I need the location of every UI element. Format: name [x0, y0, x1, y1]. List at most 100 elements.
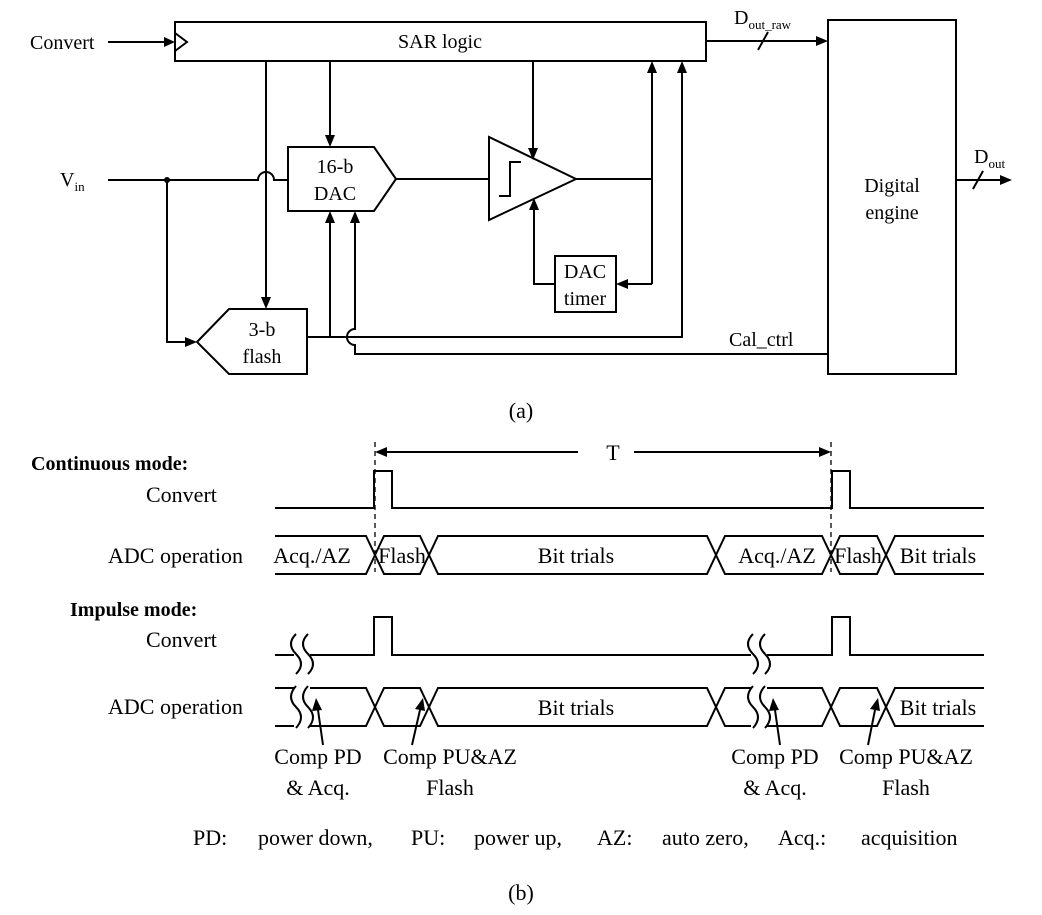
impulse-convert-waveform [767, 616, 984, 656]
annotation-pointer [774, 709, 781, 746]
bus-slash-icon [972, 170, 984, 190]
arrow-head-icon [1000, 175, 1012, 185]
annotation-flash: Flash [426, 775, 474, 800]
legend-pd-key: PD: [193, 825, 227, 850]
continuous-segment-bit-trials: Bit trials [538, 543, 614, 568]
bus-segment [884, 687, 984, 727]
vin-wire [108, 171, 287, 181]
annotation-comp-pd: Comp PD [274, 744, 361, 769]
period-label: T [606, 440, 620, 465]
sar-logic-block [174, 21, 707, 62]
annotation-pointer [411, 709, 421, 746]
annotation-pointer [867, 709, 876, 746]
continuous-segment-bit-trials: Bit trials [900, 543, 976, 568]
arrow-head-icon [647, 61, 657, 73]
legend-az-key: AZ: [597, 825, 632, 850]
legend-acq-key: Acq.: [778, 825, 826, 850]
dac-timer-label-line2: timer [564, 288, 607, 310]
time-break-icon [302, 685, 314, 729]
legend-pd-value: power down, [258, 825, 373, 850]
time-break-icon [747, 685, 759, 729]
arrow-head-icon [185, 337, 197, 347]
legend-pu-value: power up, [474, 825, 562, 850]
continuous-convert-label: Convert [146, 482, 217, 507]
impulse-convert-waveform [310, 616, 751, 656]
dout-raw-label: Dout_raw [734, 7, 792, 32]
flash-label-line2: flash [243, 346, 282, 368]
annotation-comp-pu-az: Comp PU&AZ [383, 744, 517, 769]
dac-timer-label-line1: DAC [564, 261, 606, 283]
dac-label-line1: 16-b [317, 156, 354, 178]
annotation-pointer [317, 709, 324, 746]
vin-label: Vin [60, 169, 85, 194]
continuous-segment-flash: Flash [378, 543, 426, 568]
arrow-head-icon [164, 37, 175, 47]
arrow-head-icon [325, 211, 335, 223]
digital-engine-block [827, 19, 957, 375]
arrow-head-icon [375, 447, 387, 457]
impulse-adc-bus [275, 685, 984, 729]
dac-label-line2: DAC [314, 183, 356, 205]
impulse-segment-bit-trials: Bit trials [900, 695, 976, 720]
flash-out-wire [307, 73, 683, 338]
arrow-head-icon [819, 447, 831, 457]
timer-to-comparator-wire [533, 208, 555, 285]
dac-16b-block [287, 146, 398, 212]
time-break-icon [759, 633, 771, 675]
continuous-convert-waveform [275, 470, 984, 509]
continuous-segment-acq-az: Acq./AZ [273, 543, 351, 568]
impulse-convert-label: Convert [146, 627, 217, 652]
annotation-comp-pd-acq: & Acq. [286, 775, 350, 800]
caption-b: (b) [508, 880, 534, 905]
arrow-head-icon [870, 698, 880, 711]
arrow-head-icon [325, 135, 335, 147]
arrow-head-icon [529, 198, 539, 210]
legend-acq-value: acquisition [861, 825, 958, 850]
arrow-head-icon [528, 148, 538, 160]
continuous-segment-flash: Flash [834, 543, 882, 568]
convert-input-label: Convert [30, 32, 95, 54]
annotation-comp-pd: Comp PD [731, 744, 818, 769]
abbreviation-legend: PD: power down, PU: power up, AZ: auto z… [193, 825, 958, 850]
arrow-head-icon [677, 61, 687, 73]
annotation-flash: Flash [882, 775, 930, 800]
time-break-icon [290, 685, 302, 729]
sar-logic-label: SAR logic [398, 31, 482, 53]
legend-az-value: auto zero, [662, 825, 749, 850]
arrow-head-icon [616, 279, 628, 289]
time-break-icon [290, 633, 302, 675]
bus-segment [884, 535, 984, 575]
arrow-head-icon [769, 698, 779, 711]
arrow-head-icon [415, 698, 425, 711]
flash-3b-block [195, 308, 308, 375]
arrow-head-icon [816, 36, 828, 46]
arrow-head-icon [312, 698, 322, 711]
continuous-mode-title: Continuous mode: [31, 453, 188, 475]
continuous-adc-bus [275, 535, 984, 575]
time-break-icon [302, 633, 314, 675]
legend-pu-key: PU: [411, 825, 445, 850]
clock-input-icon [174, 32, 189, 52]
impulse-segment-bit-trials: Bit trials [538, 695, 614, 720]
dout-label: Dout [974, 146, 1005, 171]
timing-diagram: T Continuous mode: Convert ADC operation… [31, 440, 984, 905]
cal-ctrl-wire [346, 223, 828, 355]
impulse-mode-title: Impulse mode: [70, 599, 197, 621]
time-break-icon [747, 633, 759, 675]
block-diagram: SAR logic Convert Dout_raw Digital engin… [30, 7, 1012, 423]
caption-a: (a) [509, 398, 533, 423]
digital-engine-label-line2: engine [865, 202, 918, 224]
continuous-adc-label: ADC operation [108, 543, 243, 568]
comparator-symbol-icon [499, 161, 521, 197]
bus-slash-icon [757, 31, 769, 51]
vin-to-flash-wire [166, 180, 186, 343]
arrow-head-icon [350, 211, 360, 223]
continuous-segment-acq-az: Acq./AZ [738, 543, 816, 568]
annotation-comp-pd-acq: & Acq. [743, 775, 807, 800]
bus-segment [715, 687, 751, 727]
time-break-icon [759, 685, 771, 729]
annotation-comp-pu-az: Comp PU&AZ [839, 744, 973, 769]
impulse-adc-label: ADC operation [108, 694, 243, 719]
flash-label-line1: 3-b [249, 319, 276, 341]
